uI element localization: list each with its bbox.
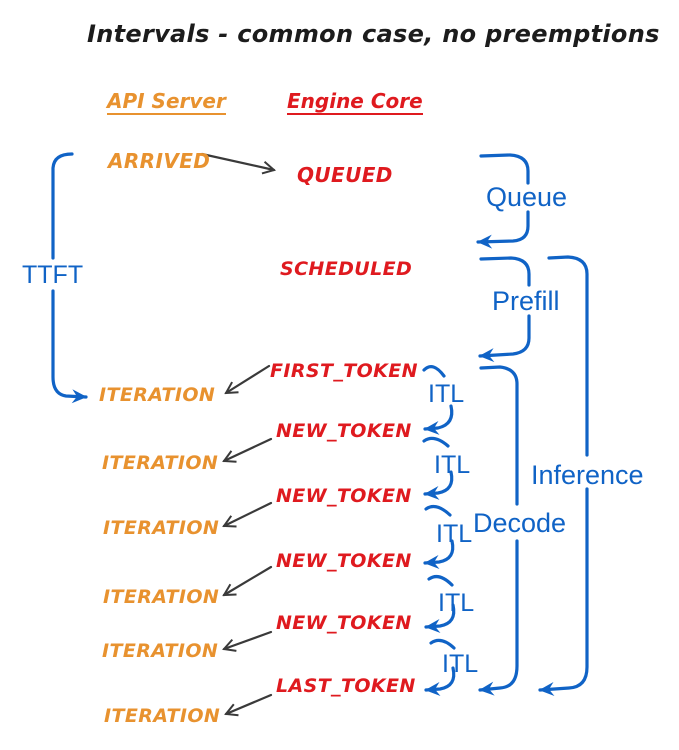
interval-label-decode: Decode (473, 508, 567, 538)
interval-label-itl: ITL (436, 520, 473, 548)
interval-label-prefill: Prefill (492, 286, 560, 316)
itl-bracket (423, 504, 455, 569)
column-header-api-server: API Server (107, 89, 226, 115)
arrow-last-token-to-iteration (226, 693, 273, 714)
interval-label-itl: ITL (428, 380, 465, 408)
event-arrived: ARRIVED (108, 149, 211, 173)
interval-label-queue: Queue (486, 182, 568, 212)
itl-bracket (422, 365, 454, 435)
event-new-token: NEW_TOKEN (276, 420, 412, 442)
interval-label-ttft: TTFT (22, 261, 84, 289)
event-iteration: ITERATION (103, 586, 220, 608)
event-iteration: ITERATION (104, 705, 221, 727)
event-iteration: ITERATION (103, 517, 220, 539)
interval-label-itl: ITL (442, 650, 479, 678)
interval-label-inference: Inference (531, 460, 644, 490)
event-iteration: ITERATION (102, 452, 219, 474)
event-iteration: ITERATION (99, 384, 216, 406)
interval-label-itl: ITL (438, 589, 475, 617)
arrow-new-token-to-iteration (224, 565, 273, 597)
ttft-bracket (51, 152, 88, 404)
event-new-token: NEW_TOKEN (276, 485, 412, 507)
event-last-token: LAST_TOKEN (276, 675, 416, 697)
arrow-new-token-to-iteration (224, 501, 273, 526)
interval-label-itl: ITL (434, 451, 471, 479)
itl-bracket (424, 638, 456, 696)
decode-bracket (478, 365, 519, 696)
inference-bracket (538, 255, 589, 697)
event-new-token: NEW_TOKEN (276, 612, 412, 634)
itl-bracket (424, 574, 456, 633)
prefill-bracket (478, 256, 531, 363)
arrow-first-token-to-iteration (226, 364, 271, 393)
column-header-engine-core: Engine Core (287, 89, 423, 115)
event-new-token: NEW_TOKEN (276, 550, 412, 572)
page-title: Intervals - common case, no preemptions (87, 20, 660, 48)
queue-bracket (476, 153, 530, 249)
arrow-new-token-to-iteration (224, 437, 273, 461)
arrow-arrived-to-queued (200, 152, 274, 170)
itl-bracket (422, 436, 454, 500)
event-first-token: FIRST_TOKEN (270, 360, 418, 382)
arrow-new-token-to-iteration (224, 630, 273, 649)
event-queued: QUEUED (297, 163, 393, 187)
event-scheduled: SCHEDULED (280, 258, 413, 280)
event-iteration: ITERATION (102, 640, 219, 662)
